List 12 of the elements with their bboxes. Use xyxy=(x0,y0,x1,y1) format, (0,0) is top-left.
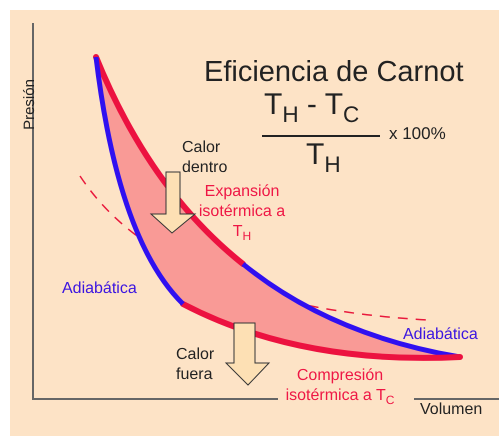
formula-numerator: T$_{H}$ - T$_{C}$ xyxy=(264,88,360,128)
axis-title: Volumen xyxy=(420,401,482,419)
chart-title: Eficiencia de Carnot xyxy=(204,56,464,89)
process-label: Expansión isotérmica a T$_{H}$ xyxy=(198,182,286,246)
process-label: Compresión isotérmica a T$_{C}$ xyxy=(284,366,396,410)
annotation: Calor fuera xyxy=(176,345,216,385)
formula-factor: x 100% xyxy=(389,124,446,144)
axis-title: Presión xyxy=(20,79,38,130)
process-label: Adiabática xyxy=(62,280,137,298)
annotation: Calor dentro xyxy=(182,138,228,178)
formula-denominator: T$_{H}$ xyxy=(306,138,341,178)
process-label: Adiabática xyxy=(403,326,478,344)
